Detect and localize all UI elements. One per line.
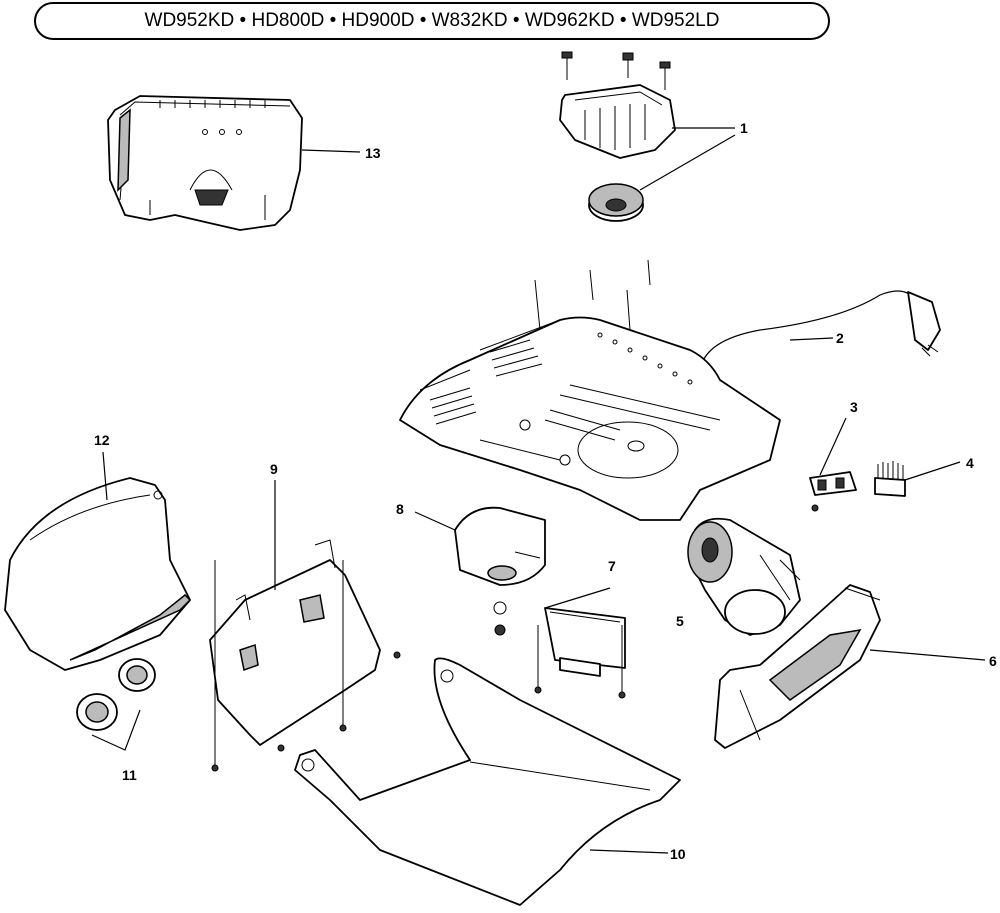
part-2-power-cord <box>699 290 941 371</box>
part-7-bracket <box>534 607 626 699</box>
part-9-chassis-bracket <box>209 539 381 772</box>
callout-13: 13 <box>365 145 381 161</box>
model-list-banner: WD952KD • HD800D • HD900D • W832KD • WD9… <box>34 2 830 40</box>
callout-2: 2 <box>836 330 844 346</box>
part-1-sprocket-assembly <box>559 51 676 222</box>
callout-3: 3 <box>850 399 858 415</box>
part-11-lamp-sockets <box>76 658 156 731</box>
leader-lines <box>91 127 986 854</box>
part-8-capacitor <box>454 506 546 636</box>
model-list-text: WD952KD • HD800D • HD900D • W832KD • WD9… <box>144 10 720 31</box>
part-13-cover <box>107 95 303 231</box>
part-6-logic-board <box>714 584 881 749</box>
callout-5: 5 <box>676 613 684 629</box>
callout-6: 6 <box>989 653 997 669</box>
callout-11: 11 <box>122 767 137 783</box>
callout-8: 8 <box>396 501 404 517</box>
callout-labels: 1 2 3 4 5 6 7 8 9 10 11 12 13 <box>94 120 997 862</box>
part-12-light-lens <box>4 477 192 671</box>
callout-4: 4 <box>966 455 974 471</box>
part-5-motor <box>687 517 801 636</box>
chassis-plate <box>399 259 781 521</box>
part-10-bottom-cover <box>277 651 681 906</box>
part-4-brush <box>874 461 906 497</box>
callout-10: 10 <box>670 846 686 862</box>
callout-1: 1 <box>740 120 748 136</box>
callout-12: 12 <box>94 432 110 448</box>
part-3-limit-switch <box>809 471 857 512</box>
callout-7: 7 <box>608 558 616 574</box>
callout-9: 9 <box>270 461 278 477</box>
